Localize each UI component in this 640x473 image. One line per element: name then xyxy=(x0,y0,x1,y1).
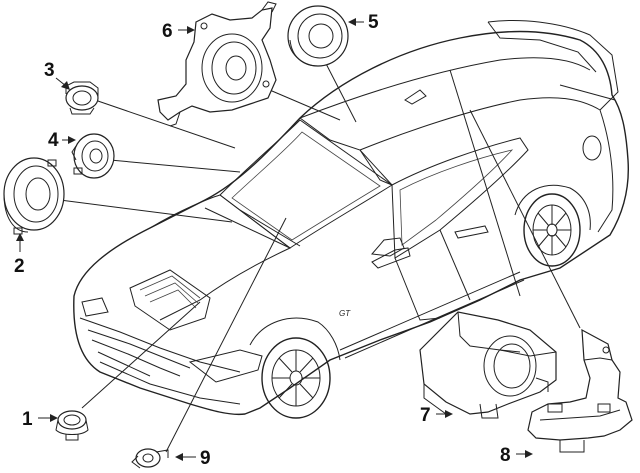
part-7-subwoofer-enclosure xyxy=(419,311,557,419)
part-4-midrange-speaker xyxy=(71,133,115,179)
svg-text:5: 5 xyxy=(368,12,379,33)
callout-4: 4 xyxy=(48,130,76,151)
callout-6: 6 xyxy=(162,21,195,42)
callout-2: 2 xyxy=(14,233,25,277)
callout-9: 9 xyxy=(175,448,211,469)
callout-1: 1 xyxy=(22,409,58,430)
svg-text:9: 9 xyxy=(200,448,211,469)
part-9-microphone xyxy=(131,448,169,469)
part-8-amplifier-bracket xyxy=(527,328,633,453)
svg-text:1: 1 xyxy=(22,409,33,430)
svg-text:3: 3 xyxy=(44,60,55,81)
svg-text:7: 7 xyxy=(420,405,431,426)
callouts: 1 2 3 4 5 6 xyxy=(14,12,533,469)
part-2-door-speaker xyxy=(3,157,65,235)
svg-text:4: 4 xyxy=(48,130,59,151)
callout-5: 5 xyxy=(348,12,379,33)
svg-text:2: 2 xyxy=(14,256,25,277)
car-illustration: GT xyxy=(73,20,630,419)
part-3-tweeter xyxy=(65,81,99,115)
callout-7: 7 xyxy=(420,405,453,426)
svg-text:6: 6 xyxy=(162,21,173,42)
part-5-speaker xyxy=(287,5,349,67)
part-1-tweeter xyxy=(55,410,89,441)
fender-badge: GT xyxy=(339,309,351,318)
callout-3: 3 xyxy=(44,60,70,90)
svg-text:8: 8 xyxy=(500,445,511,466)
part-6-speaker-bracket xyxy=(157,1,277,127)
leader-lines xyxy=(59,51,581,453)
callout-8: 8 xyxy=(500,445,533,466)
